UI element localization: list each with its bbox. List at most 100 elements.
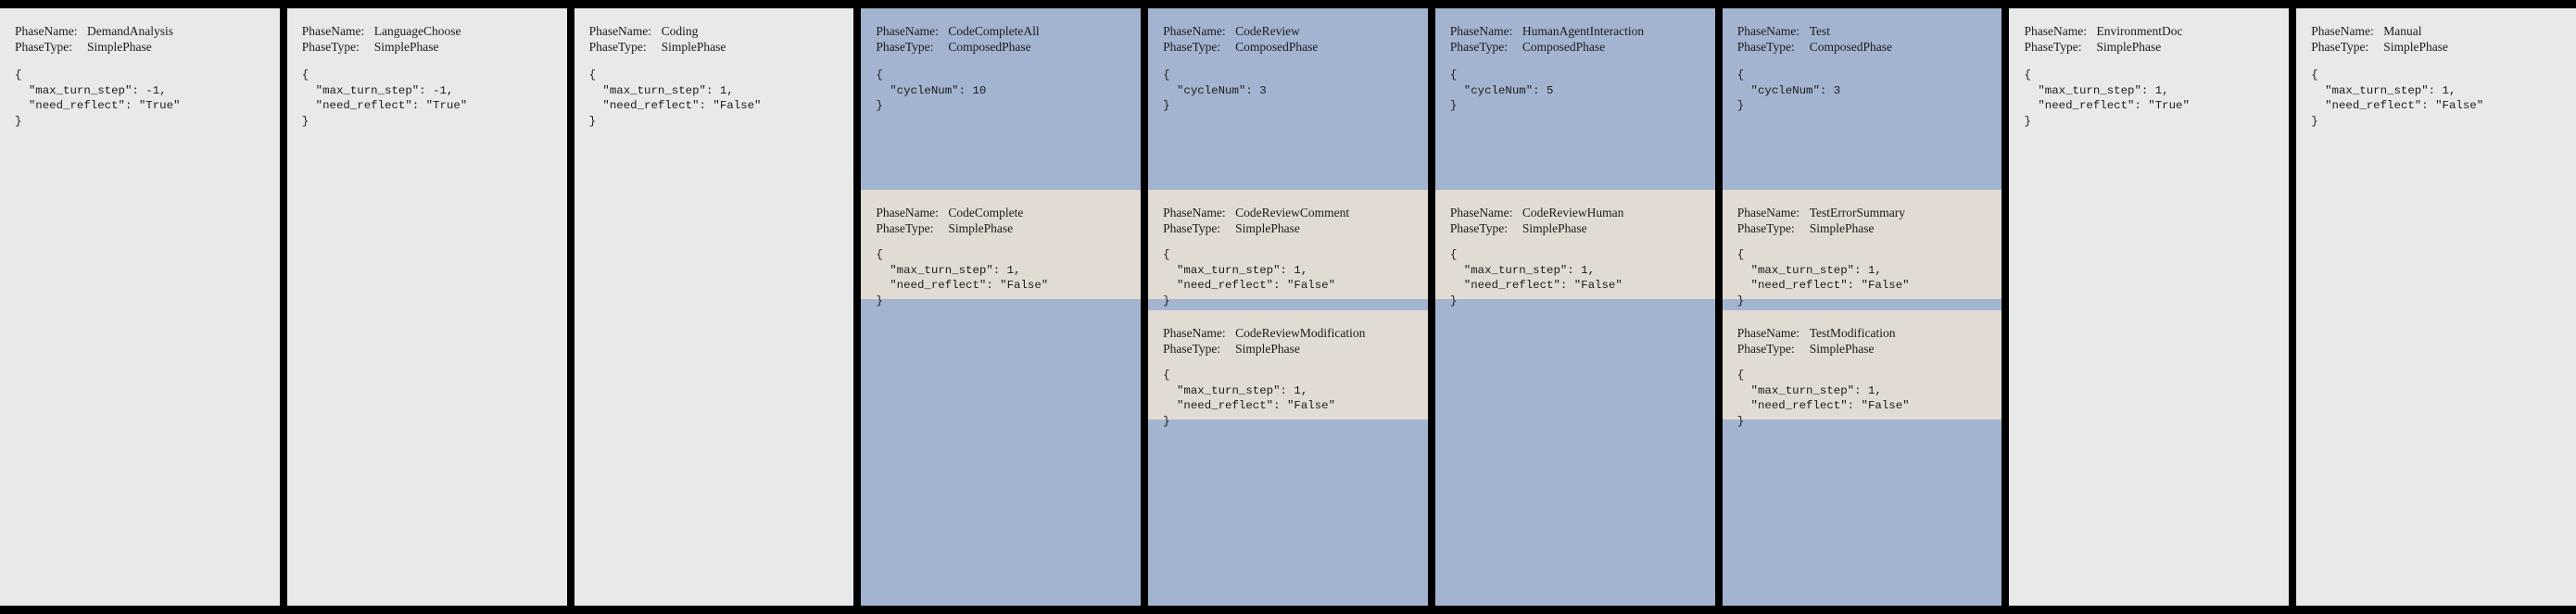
phase-type-value: ComposedPhase — [948, 40, 1031, 54]
phase-type-row: PhaseType:SimplePhase — [302, 39, 556, 55]
phase-type-value: SimplePhase — [87, 40, 152, 54]
phase-name-row: PhaseName: EnvironmentDoc — [2024, 23, 2278, 39]
phase-name-label: PhaseName: — [1736, 206, 1800, 219]
phase-type-label: PhaseType: — [1449, 40, 1508, 54]
phase-name-value: CodeCompleteAll — [948, 24, 1040, 38]
phase-name-value: LanguageChoose — [373, 24, 461, 38]
phase-name-row: PhaseName: CodeReviewModification — [1163, 325, 1417, 341]
phase-type-row: PhaseType: SimplePhase — [1163, 341, 1417, 357]
phase-name-label: PhaseName: — [15, 24, 78, 38]
phase-name-row: PhaseName: CodeReviewComment — [1163, 205, 1417, 220]
phase-name-label: PhaseName: — [1449, 206, 1513, 219]
phase-config-json: { "max_turn_step": -1, "need_reflect": "… — [15, 69, 181, 128]
phase-name-value: CodeReviewComment — [1235, 206, 1350, 219]
phase-type-value: ComposedPhase — [1235, 40, 1319, 54]
phase-type-label: PhaseType: — [876, 40, 934, 54]
phase-config-json: { "max_turn_step": 1, "need_reflect": "F… — [588, 69, 762, 128]
phase-name-value: Coding — [661, 24, 699, 38]
phase-config-json: { "max_turn_step": 1, "need_reflect": "F… — [1163, 248, 1336, 307]
phase-type-label: PhaseType: — [1736, 342, 1795, 356]
phase-type-value: SimplePhase — [1235, 342, 1300, 356]
phase-name-label: PhaseName: — [588, 24, 652, 38]
phase-type-row: PhaseType: SimplePhase — [15, 39, 269, 55]
phase-name-value: TestModification — [1809, 326, 1896, 340]
phase-name-value: CodeReviewHuman — [1522, 206, 1624, 219]
phase-name-label: PhaseName: — [1163, 326, 1226, 340]
phase-type-label: PhaseType: — [1736, 221, 1795, 235]
phase-type-row: PhaseType:ComposedPhase — [1163, 39, 1417, 55]
phase-name-row: PhaseName: CodeCompleteAll — [876, 23, 1130, 39]
phase-name-value: CodeReviewModification — [1235, 326, 1366, 340]
phase-config-json: { "max_turn_step": 1, "need_reflect": "F… — [1736, 369, 1910, 428]
phase-type-label: PhaseType: — [1736, 40, 1795, 54]
phase-name-row: PhaseName:HumanAgentInteraction — [1450, 23, 1704, 39]
phase-type-row: PhaseType:SimplePhase — [2311, 39, 2565, 55]
phase-name-value: Test — [1809, 24, 1830, 38]
phase-type-row: PhaseType: ComposedPhase — [876, 39, 1130, 55]
phase-config-json: { "max_turn_step": 1, "need_reflect": "F… — [876, 248, 1049, 307]
phase-type-value: SimplePhase — [1809, 342, 1875, 356]
phase-config-json: { "max_turn_step": 1, "need_reflect": "F… — [2311, 69, 2484, 128]
phase-name-value: EnvironmentDoc — [2096, 24, 2183, 38]
phase-name-row: PhaseName:CodeComplete — [876, 205, 1130, 220]
phase-type-label: PhaseType: — [2024, 40, 2082, 54]
phase-type-label: PhaseType: — [876, 221, 934, 235]
phase-name-value: Manual — [2383, 24, 2422, 38]
phase-type-value: SimplePhase — [1809, 221, 1875, 235]
phase-name-label: PhaseName: — [1163, 206, 1226, 219]
phase-name-label: PhaseName: — [2311, 24, 2374, 38]
phase-type-row: PhaseType: SimplePhase — [1737, 220, 1991, 236]
composed-phase-tail — [1722, 420, 2002, 606]
phase-name-row: PhaseName: TestModification — [1737, 325, 1991, 341]
phase-type-label: PhaseType: — [301, 40, 360, 54]
phase-type-row: PhaseType:SimplePhase — [1163, 220, 1417, 236]
phase-name-row: PhaseName:CodeReview — [1163, 23, 1417, 39]
phase-type-label: PhaseType: — [1449, 221, 1508, 235]
phase-name-label: PhaseName: — [1736, 326, 1800, 340]
phase-type-label: PhaseType: — [15, 40, 73, 54]
phase-name-label: PhaseName: — [2024, 24, 2087, 38]
phase-type-value: SimplePhase — [948, 221, 1014, 235]
phase-config-json: { "max_turn_step": 1, "need_reflect": "F… — [1449, 248, 1623, 307]
phase-config-json: { "cycleNum": 5 } — [1449, 69, 1554, 112]
phase-name-value: HumanAgentInteraction — [1522, 24, 1645, 38]
phase-type-label: PhaseType: — [1163, 342, 1221, 356]
phase-config-json: { "max_turn_step": 1, "need_reflect": "F… — [1736, 248, 1910, 307]
phase-name-value: CodeReview — [1235, 24, 1300, 38]
phase-type-row: PhaseType: SimplePhase — [876, 220, 1130, 236]
phase-config-json: { "cycleNum": 3 } — [1163, 69, 1267, 112]
phase-config-json: { "max_turn_step": 1, "need_reflect": "F… — [1163, 369, 1336, 428]
phase-name-row: PhaseName:DemandAnalysis — [15, 23, 269, 39]
phase-name-value: TestErrorSummary — [1809, 206, 1905, 219]
phase-name-row: PhaseName: CodeReviewHuman — [1450, 205, 1704, 220]
phase-name-label: PhaseName: — [301, 24, 365, 38]
phase-name-row: PhaseName: Coding — [589, 23, 843, 39]
phase-type-value: SimplePhase — [1522, 221, 1587, 235]
phase-name-label: PhaseName: — [876, 24, 939, 38]
